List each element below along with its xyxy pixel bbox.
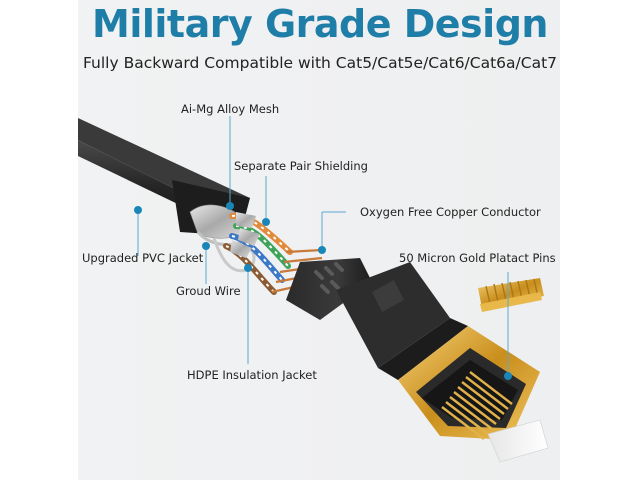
twisted-pairs bbox=[223, 212, 293, 295]
callout-copper-conductor: Oxygen Free Copper Conductor bbox=[360, 205, 541, 219]
plug-latch bbox=[487, 419, 549, 463]
plug-body bbox=[336, 262, 468, 380]
callout-leaders bbox=[137, 116, 509, 376]
callout-ground-wire: Groud Wire bbox=[176, 284, 241, 298]
gold-pins-sample bbox=[478, 278, 544, 312]
page-subtitle: Fully Backward Compatible with Cat5/Cat5… bbox=[82, 54, 558, 72]
callout-gold-pins: 50 Micron Gold Platact Pins bbox=[399, 251, 556, 265]
callout-pvc-jacket: Upgraded PVC Jacket bbox=[82, 251, 204, 265]
callout-hdpe-jacket: HDPE Insulation Jacket bbox=[187, 368, 317, 382]
callout-dots bbox=[134, 202, 512, 380]
callout-alloy-mesh: Ai-Mg Alloy Mesh bbox=[181, 102, 280, 116]
callout-pair-shielding: Separate Pair Shielding bbox=[234, 159, 368, 173]
plug-contact-pins bbox=[441, 371, 513, 440]
plug-boot bbox=[286, 258, 372, 320]
page-title: Military Grade Design bbox=[92, 2, 548, 46]
